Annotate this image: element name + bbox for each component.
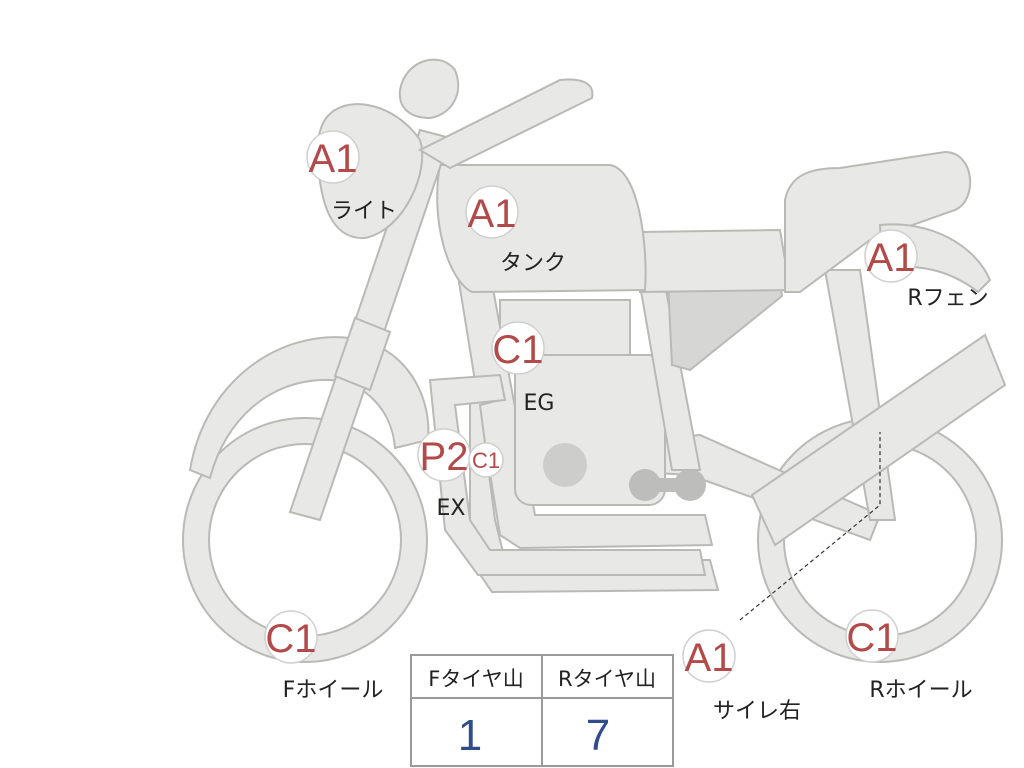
front-tire-header: Fタイヤ山	[428, 667, 523, 691]
marker-rfender: A1 Rフェン	[864, 229, 989, 311]
marker-label: ライト	[331, 199, 397, 224]
marker-label: EX	[437, 496, 466, 521]
marker-label: Rホイール	[869, 678, 972, 703]
marker-muffler: A1 サイレ右	[682, 629, 801, 724]
handlebar	[417, 78, 594, 170]
side-cover	[666, 281, 784, 372]
mirror	[398, 58, 460, 120]
seat-rear	[784, 150, 972, 293]
marker-label: タンク	[500, 251, 566, 276]
rear-tire-header: Rタイヤ山	[558, 667, 656, 691]
marker-fwheel: C1 Fホイール	[264, 610, 384, 703]
marker-engine: C1 EG	[491, 321, 555, 416]
marker-grade: C1	[472, 448, 500, 473]
marker-light: A1 ライト	[306, 130, 397, 224]
marker-grade: C1	[265, 617, 316, 661]
exhaust-pipe	[428, 373, 707, 576]
marker-grade: A1	[867, 236, 916, 280]
marker-grade: C1	[846, 616, 897, 660]
engine	[499, 299, 706, 506]
marker-grade: A1	[685, 636, 734, 680]
rear-tire-value: 7	[586, 711, 610, 760]
marker-label: Fホイール	[283, 678, 384, 703]
front-tire-value: 1	[458, 711, 482, 760]
front-wheel	[182, 417, 428, 663]
marker-grade: A1	[309, 137, 358, 181]
marker-exhaust-sub: C1	[468, 442, 504, 478]
marker-label: サイレ右	[713, 699, 801, 724]
marker-rwheel: C1 Rホイール	[845, 609, 973, 703]
marker-tank: A1 タンク	[465, 185, 566, 276]
muffler	[750, 333, 1007, 547]
marker-label: EG	[524, 391, 555, 416]
marker-grade: A1	[468, 192, 517, 236]
marker-grade: C1	[492, 328, 543, 372]
tire-tread-table: Fタイヤ山 Rタイヤ山 1 7	[410, 654, 674, 767]
fork-cover	[333, 316, 392, 392]
marker-grade: P2	[420, 435, 469, 479]
marker-label: Rフェン	[907, 286, 988, 311]
seat	[639, 228, 792, 294]
marker-exhaust: P2 EX	[417, 428, 471, 521]
